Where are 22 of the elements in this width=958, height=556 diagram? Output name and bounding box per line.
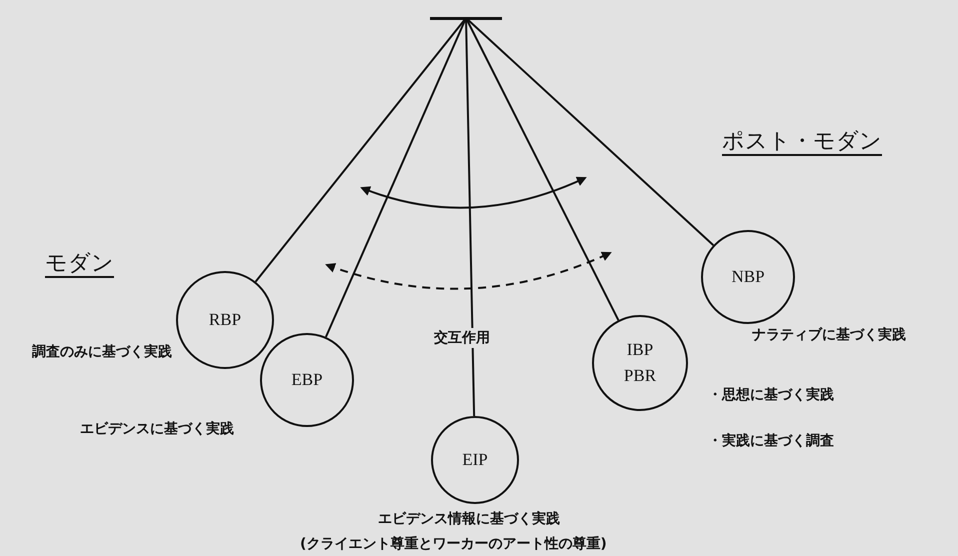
node-label: RBP [208,309,242,331]
heading: モダン [45,250,114,278]
heading: ポスト・モダン [722,128,882,156]
node-caption: ・実践に基づく調査 [708,432,834,450]
node-label: EBP [291,369,323,391]
pendulum-line [465,17,714,246]
node-label: IBP [626,339,654,361]
node-caption: エビデンス情報に基づく実践 [378,510,560,528]
label: 交互作用 [432,328,492,348]
node-label: NBP [731,266,765,288]
node-caption: ナラティブに基づく実践 [752,326,906,344]
node-caption: 調査のみに基づく実践 [32,343,172,361]
pendulum-line [324,18,467,338]
pendulum-line [465,18,620,321]
pendulum-line [465,18,476,416]
node-caption: (クライエント尊重とワーカーのアート性の尊重) [300,535,607,553]
node-label: PBR [624,365,656,387]
pendulum-line [254,17,467,282]
node-caption: ・思想に基づく実践 [708,386,834,404]
pivot-bar [430,16,502,20]
node-label: EIP [462,449,488,471]
node-caption: エビデンスに基づく実践 [80,420,234,438]
